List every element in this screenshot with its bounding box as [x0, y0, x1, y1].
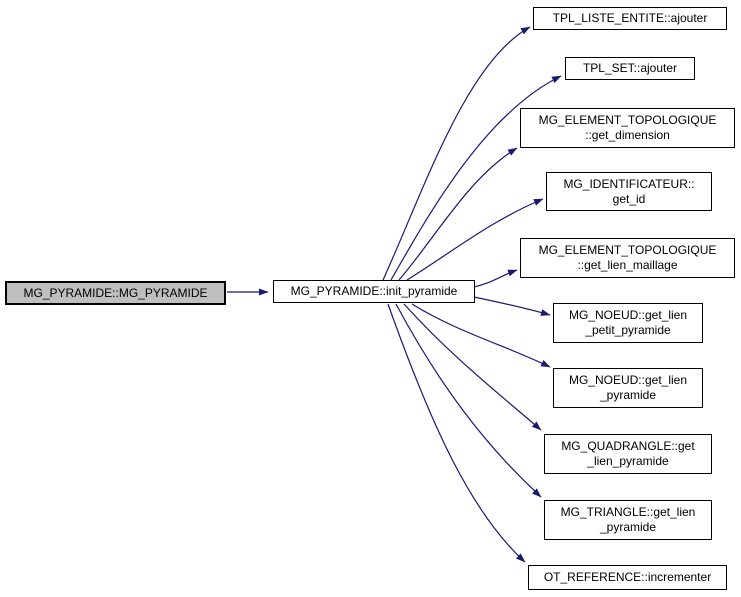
- node-tpl-liste-entite-ajouter[interactable]: TPL_LISTE_ENTITE::ajouter: [533, 7, 727, 30]
- edge-init-to-get-lien-petit-pyramide: [473, 296, 551, 316]
- node-label-line2: _petit_pyramide: [585, 323, 671, 337]
- node-label-line2: _lien_pyramide: [587, 454, 669, 468]
- node-label-line2: get_id: [612, 191, 646, 206]
- node-noeud-get-lien-pyramide[interactable]: MG_NOEUD::get_lien _pyramide: [553, 368, 703, 408]
- edge-init-to-tpl-liste-entite-ajouter: [382, 26, 531, 281]
- node-label: OT_REFERENCE::incrementer: [543, 570, 712, 584]
- node-label-line1: MG_NOEUD::get_lien: [568, 308, 688, 322]
- node-topologique-get-dimension[interactable]: MG_ELEMENT_TOPOLOGIQUE ::get_dimension: [520, 108, 735, 148]
- node-label-line1: MG_ELEMENT_TOPOLOGIQUE: [538, 243, 717, 257]
- node-label-line2: ::get_dimension: [585, 128, 670, 142]
- node-label: MG_PYRAMIDE::init_pyramide: [290, 284, 458, 298]
- node-label-line1: MG_QUADRANGLE::get: [561, 439, 695, 453]
- edge-init-to-get-dimension: [398, 147, 518, 281]
- node-label-line1: MG_TRIANGLE::get_lien: [560, 505, 696, 519]
- edge-init-to-quadrangle-get-lien-pyramide: [403, 303, 542, 431]
- node-identificateur-get-id[interactable]: MG_IDENTIFICATEUR:: get_id: [546, 172, 712, 211]
- edge-init-to-incrementer: [387, 303, 526, 563]
- node-label-line2: _pyramide: [599, 388, 657, 402]
- edge-init-to-get-lien-maillage: [473, 269, 518, 288]
- node-init-pyramide[interactable]: MG_PYRAMIDE::init_pyramide: [273, 280, 475, 303]
- node-label: MG_PYRAMIDE::MG_PYRAMIDE: [23, 285, 208, 300]
- node-label-line1: MG_NOEUD::get_lien: [568, 373, 688, 387]
- node-label-line1: MG_ELEMENT_TOPOLOGIQUE: [538, 113, 717, 127]
- edge-init-to-get-id: [406, 198, 544, 281]
- node-label: TPL_SET::ajouter: [582, 61, 678, 75]
- node-quadrangle-get-lien-pyramide[interactable]: MG_QUADRANGLE::get _lien_pyramide: [544, 434, 712, 474]
- edge-init-to-tpl-set-ajouter: [390, 75, 562, 281]
- edge-init-to-triangle-get-lien-pyramide: [395, 303, 542, 498]
- node-topologique-get-lien-maillage[interactable]: MG_ELEMENT_TOPOLOGIQUE ::get_lien_mailla…: [520, 238, 735, 278]
- node-ot-reference-incrementer[interactable]: OT_REFERENCE::incrementer: [528, 565, 727, 590]
- edge-init-to-noeud-get-lien-pyramide: [411, 303, 551, 368]
- node-noeud-get-lien-petit-pyramide[interactable]: MG_NOEUD::get_lien _petit_pyramide: [553, 303, 703, 343]
- node-mg-pyramide-constructor[interactable]: MG_PYRAMIDE::MG_PYRAMIDE: [5, 281, 226, 305]
- node-label: TPL_LISTE_ENTITE::ajouter: [552, 11, 708, 25]
- node-label-line2: _pyramide: [599, 520, 657, 534]
- node-label-line2: ::get_lien_maillage: [577, 258, 678, 272]
- node-tpl-set-ajouter[interactable]: TPL_SET::ajouter: [565, 57, 695, 80]
- node-label-line1: MG_IDENTIFICATEUR::: [563, 176, 695, 191]
- node-triangle-get-lien-pyramide[interactable]: MG_TRIANGLE::get_lien _pyramide: [544, 500, 712, 540]
